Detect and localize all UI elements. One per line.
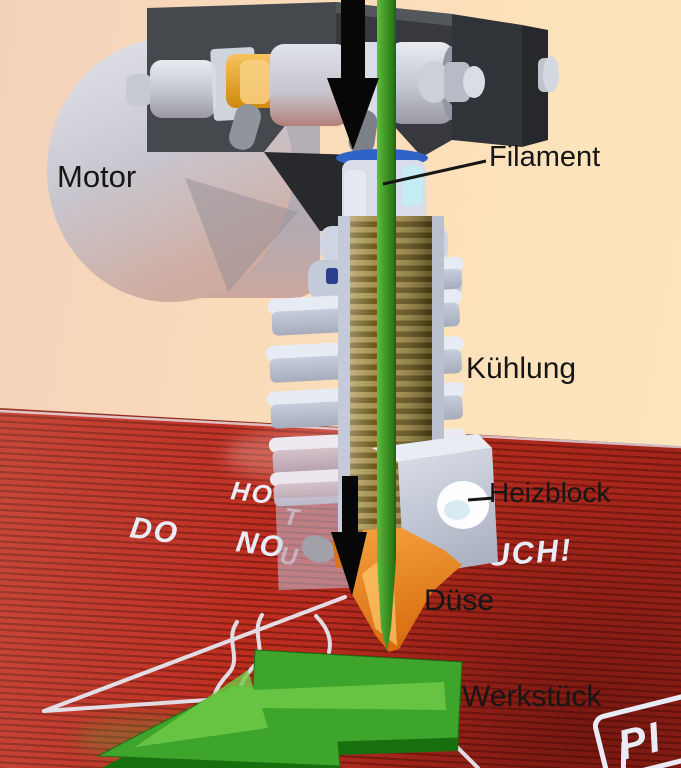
- heatblock-leader-line: [467, 496, 495, 502]
- flag-pole-line: [620, 742, 627, 768]
- filament-strand: [377, 0, 396, 652]
- label-filament: Filament: [489, 141, 601, 173]
- workpiece-arrow-motif: [135, 670, 446, 747]
- label-motor: Motor: [57, 159, 137, 194]
- silkscreen-diagonal-line: [42, 595, 347, 713]
- filament-rod: [377, 0, 396, 562]
- label-cooling: Kühlung: [466, 352, 577, 385]
- heater-hole-shading: [444, 500, 470, 520]
- bed-corner-flag: PI: [592, 690, 681, 768]
- filament-leader-line: [382, 159, 487, 186]
- bolt-washer-1: [418, 61, 450, 103]
- pushfit-cutaway-window: [402, 166, 422, 206]
- bed-text-touch: UCH!: [486, 532, 574, 573]
- collar-seal-left: [326, 268, 338, 284]
- label-heat-block: Heizblock: [489, 477, 611, 508]
- arrow-shaft: [341, 0, 365, 80]
- bolt-hex-nut: [444, 62, 470, 102]
- shaft-cylinder-2: [270, 44, 350, 126]
- far-bolt-washer: [543, 56, 559, 92]
- heat-block-top-face: [372, 434, 492, 462]
- workpiece-arrow: [96, 649, 463, 768]
- bed-text-do: DO: [128, 511, 181, 550]
- arrow-shaft: [342, 476, 358, 534]
- label-workpiece: Werkstück: [462, 680, 602, 713]
- label-nozzle: Düse: [424, 584, 495, 617]
- motor-face-shadow-wedge: [185, 178, 298, 292]
- gold-coupler-core: [240, 60, 270, 104]
- shaft-end-bolts: [418, 56, 559, 103]
- bed-text-pi: PI: [613, 713, 667, 768]
- bolt-washer-2: [463, 66, 485, 98]
- flow-arrow-top-icon: [327, 0, 379, 150]
- flow-arrow-bottom-icon: [331, 476, 367, 596]
- flag-outline: [592, 690, 681, 768]
- filament-tip: [377, 560, 396, 652]
- pushfit-left-step: [344, 170, 366, 228]
- arrow-head: [327, 78, 379, 150]
- bed-text-hot: HO: [229, 475, 275, 510]
- bracket-pin-1: [229, 104, 261, 150]
- silkscreen-arc: [314, 614, 332, 654]
- bracket-right-plate: [452, 14, 522, 147]
- arrow-head: [331, 532, 367, 596]
- bracket-far-plate: [522, 25, 548, 147]
- shaft-stub-left: [126, 74, 152, 106]
- shaft-cylinder-1: [150, 60, 216, 118]
- set-screw: [301, 535, 335, 563]
- barrel-left-rim: [338, 216, 350, 562]
